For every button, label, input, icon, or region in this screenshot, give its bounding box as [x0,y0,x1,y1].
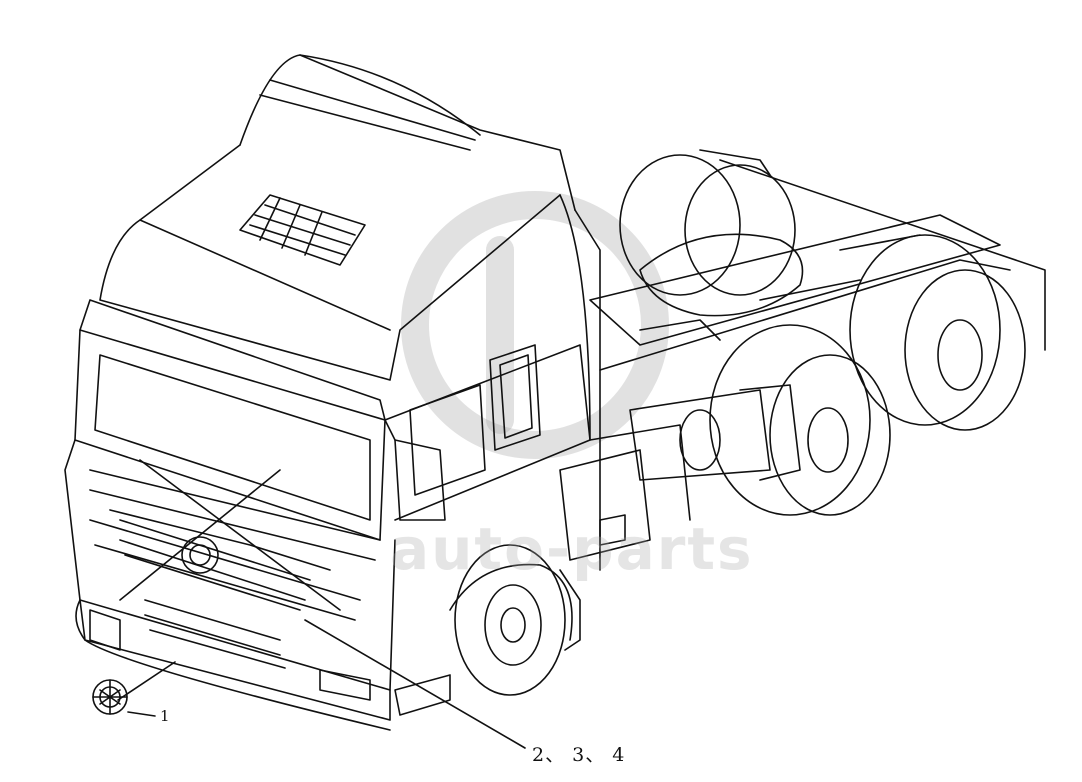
horn-part [92,679,128,715]
leader-line-234 [304,619,526,749]
callout-label-1: 1 [160,707,170,725]
watermark-text: auto-parts [390,515,754,583]
callout-label-2-3-4: 2、 3、 4 [532,744,626,766]
watermark-logo [401,191,669,459]
leader-line-1 [127,711,156,717]
cab-body [64,54,601,731]
rear-chassis [559,149,1046,561]
leader-line-1b [117,661,176,701]
